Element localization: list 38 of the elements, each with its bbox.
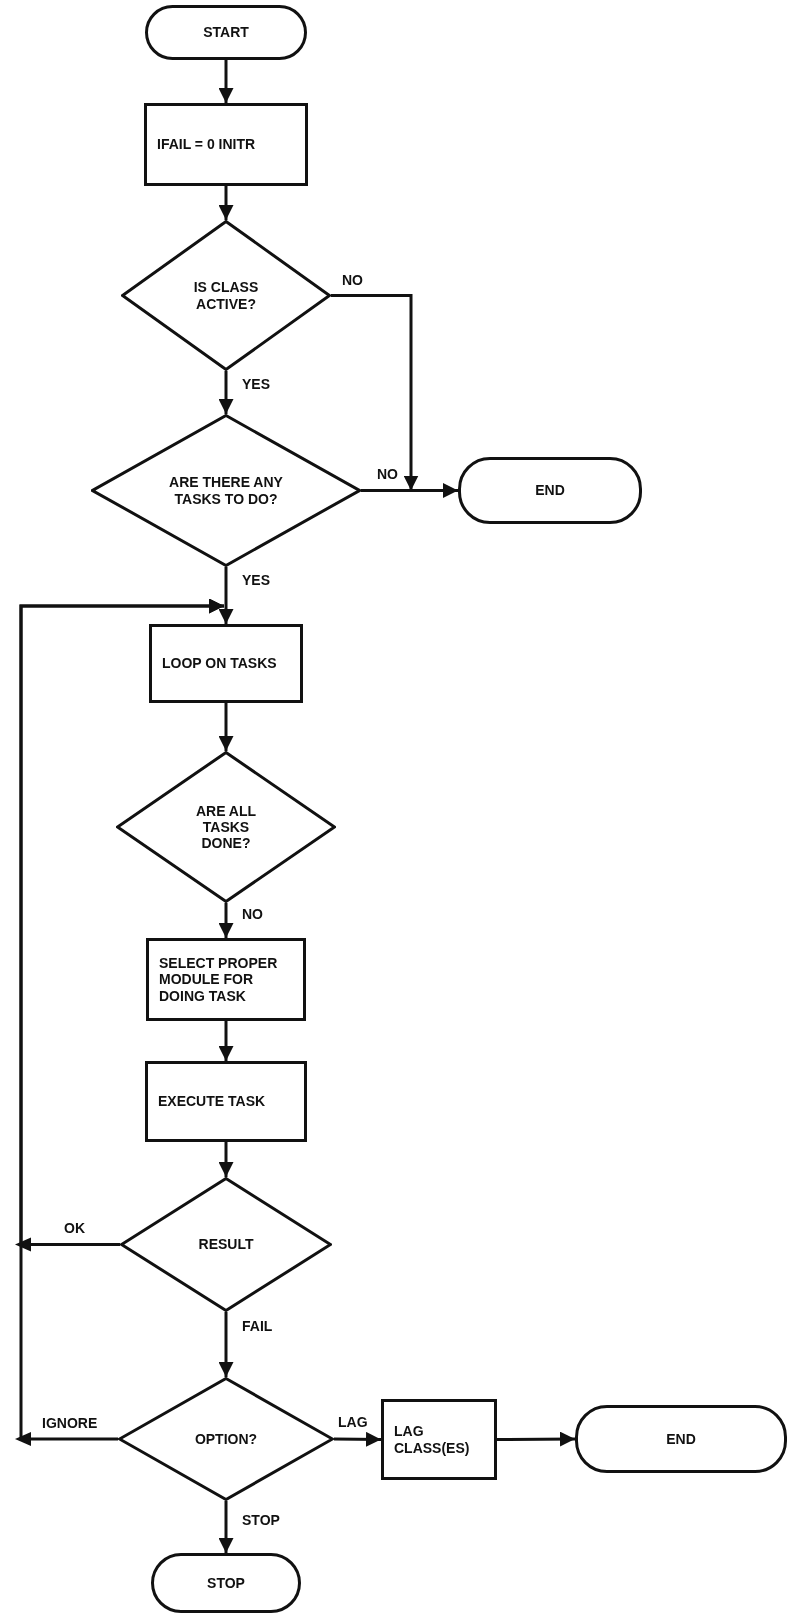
node-label: OPTION? — [193, 1430, 259, 1448]
decision-diamond — [118, 1377, 334, 1501]
edge-label: YES — [240, 572, 272, 588]
node-label: END — [666, 1430, 696, 1448]
terminator-shape — [151, 1553, 301, 1613]
node-label: IS CLASS ACTIVE? — [192, 279, 260, 312]
node-label: END — [535, 482, 565, 499]
edge-label: YES — [240, 376, 272, 392]
edge-label: OK — [62, 1220, 87, 1236]
node-label: ARE ALL TASKS DONE? — [194, 802, 258, 852]
edge-label: STOP — [240, 1512, 282, 1528]
process-box — [146, 938, 306, 1021]
terminator-shape — [458, 457, 642, 524]
decision-diamond — [116, 751, 336, 903]
node-label: START — [203, 24, 249, 41]
node-label: SELECT PROPER MODULE FOR DOING TASK — [159, 955, 279, 1004]
edge-label: IGNORE — [40, 1415, 100, 1431]
edge-label: LAG — [336, 1414, 370, 1430]
edge-label: NO — [375, 466, 400, 482]
terminator-shape — [145, 5, 307, 60]
process-box — [149, 624, 303, 703]
node-label: LAG CLASS(ES) — [394, 1423, 471, 1456]
process-box — [145, 1061, 307, 1142]
terminator-shape — [575, 1405, 787, 1473]
node-label: IFAIL = 0 INITR — [157, 136, 256, 153]
node-label: LOOP ON TASKS — [162, 655, 277, 672]
decision-diamond — [91, 414, 361, 567]
node-label: ARE THERE ANY TASKS TO DO? — [168, 474, 284, 507]
process-box — [381, 1399, 497, 1480]
process-box — [144, 103, 308, 186]
decision-diamond — [121, 220, 331, 371]
decision-diamond — [120, 1177, 332, 1312]
node-label: STOP — [207, 1574, 245, 1592]
edge-label: FAIL — [240, 1318, 275, 1334]
node-label: EXECUTE TASK — [158, 1093, 266, 1110]
node-label: RESULT — [197, 1236, 255, 1253]
edge-label: NO — [240, 906, 265, 922]
edge-label: NO — [340, 272, 365, 288]
